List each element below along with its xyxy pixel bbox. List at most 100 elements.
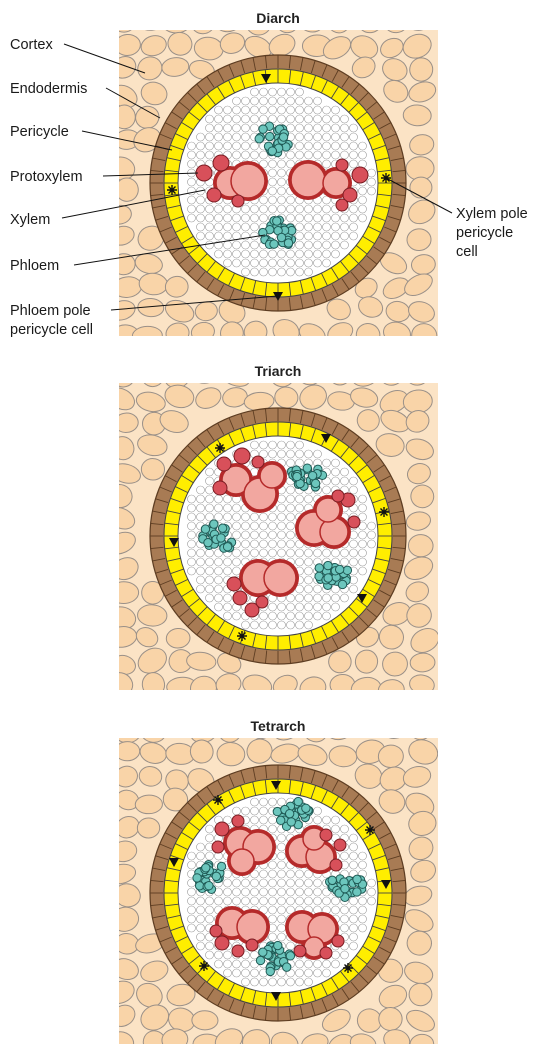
endodermis-cell-wall (392, 903, 406, 906)
endodermis-cell-wall (390, 557, 404, 562)
parenchyma-cell (241, 896, 250, 906)
phloem-cell (284, 808, 295, 819)
parenchyma-cell (331, 231, 340, 241)
cortex-cell (119, 738, 141, 744)
parenchyma-cell (268, 878, 277, 888)
parenchyma-cell (223, 123, 232, 133)
cortex-cell (379, 383, 405, 386)
endodermis-cell-wall (206, 631, 215, 643)
parenchyma-cell (268, 620, 277, 630)
parenchyma-cell (295, 557, 304, 567)
endodermis-cell-wall (379, 589, 392, 597)
parenchyma-cell (241, 249, 250, 259)
parenchyma-cell (241, 222, 250, 232)
endodermis-cell-wall (358, 802, 369, 813)
endodermis-cell-wall (358, 973, 369, 984)
parenchyma-cell (268, 521, 277, 531)
pericycle-cell-wall (181, 588, 194, 598)
endodermis-cell-wall (384, 843, 397, 850)
parenchyma-cell (259, 878, 268, 888)
parenchyma-cell (205, 114, 214, 124)
endodermis-cell-wall (358, 445, 369, 456)
pericycle-cell-wall (166, 867, 181, 872)
parenchyma-cell (241, 213, 250, 223)
parenchyma-cell (340, 476, 349, 486)
endodermis-cell-wall (240, 1002, 246, 1016)
protoxylem-cell (347, 515, 361, 529)
cortex-cell (409, 176, 433, 199)
pericycle-cell-wall (362, 235, 375, 245)
parenchyma-cell (250, 887, 259, 897)
parenchyma-cell (286, 977, 295, 987)
cortex-cell (140, 81, 168, 106)
pericycle-cell-wall (339, 803, 350, 816)
parenchyma-cell (331, 105, 340, 115)
parenchyma-cell (241, 105, 250, 115)
pericycle-cell-wall (367, 935, 381, 943)
parenchyma-cell (277, 905, 286, 915)
protoxylem-cell (209, 924, 223, 938)
parenchyma-cell (250, 105, 259, 115)
leader-endodermis (105, 87, 161, 119)
pericycle-cell-wall (299, 633, 304, 648)
phloem-pole-pericycle-marker (169, 538, 179, 547)
parenchyma-cell (277, 797, 286, 807)
parenchyma-cell (250, 267, 259, 277)
parenchyma-cell (358, 141, 367, 151)
protoxylem-cell (245, 938, 259, 952)
cortex-cell (214, 30, 245, 33)
parenchyma-cell (322, 896, 331, 906)
endodermis-cell-wall (196, 624, 206, 636)
parenchyma-cell (259, 797, 268, 807)
endodermis-cell-wall (164, 236, 177, 244)
endodermis-cell-wall (159, 843, 172, 850)
pericycle-cell-wall (264, 635, 268, 650)
parenchyma-cell (214, 584, 223, 594)
parenchyma-cell (295, 267, 304, 277)
parenchyma-cell (295, 959, 304, 969)
pericycle-cell-wall (197, 606, 208, 617)
endodermis-cell-wall (159, 579, 172, 586)
pericycle-cell-wall (228, 272, 236, 286)
pericycle-cell-wall (188, 821, 201, 832)
endodermis-cell-wall (240, 413, 246, 427)
xylem-vessel (259, 463, 285, 489)
xylem-vessel (236, 911, 268, 943)
cortex-cell (119, 863, 137, 885)
cortex-cell (381, 738, 409, 739)
protoxylem-cell (342, 187, 358, 203)
parenchyma-cell (205, 231, 214, 241)
parenchyma-cell (277, 548, 286, 558)
endodermis-cell-wall (331, 284, 339, 297)
cortex-cell (136, 30, 167, 31)
cortex-cell (119, 204, 132, 225)
cortex-cell (191, 1010, 219, 1031)
pericycle-cell-wall (181, 121, 194, 131)
cortex-cell (377, 679, 405, 690)
cortex-cell (195, 387, 222, 409)
parenchyma-cell (304, 611, 313, 621)
parenchyma-cell (277, 620, 286, 630)
endodermis-cell-wall (321, 289, 328, 302)
parenchyma-cell (259, 159, 268, 169)
parenchyma-cell (259, 869, 268, 879)
cortex-cell (164, 384, 195, 409)
cortex-cell (119, 177, 139, 202)
parenchyma-cell (205, 476, 214, 486)
pericycle-cell-wall (355, 821, 368, 832)
parenchyma-cell (304, 96, 313, 106)
parenchyma-cell (331, 141, 340, 151)
cortex-cell (355, 323, 381, 336)
endodermis-cell-wall (358, 263, 369, 274)
parenchyma-cell (304, 977, 313, 987)
parenchyma-cell (268, 611, 277, 621)
cortex-cell (119, 840, 138, 863)
parenchyma-cell (259, 267, 268, 277)
endodermis-cell-wall (217, 422, 225, 435)
cortex-cell (140, 960, 169, 983)
endodermis-cell-wall (288, 765, 291, 779)
parenchyma-cell (187, 923, 196, 933)
parenchyma-cell (187, 851, 196, 861)
endodermis-cell-wall (341, 76, 350, 88)
parenchyma-cell (250, 869, 259, 879)
